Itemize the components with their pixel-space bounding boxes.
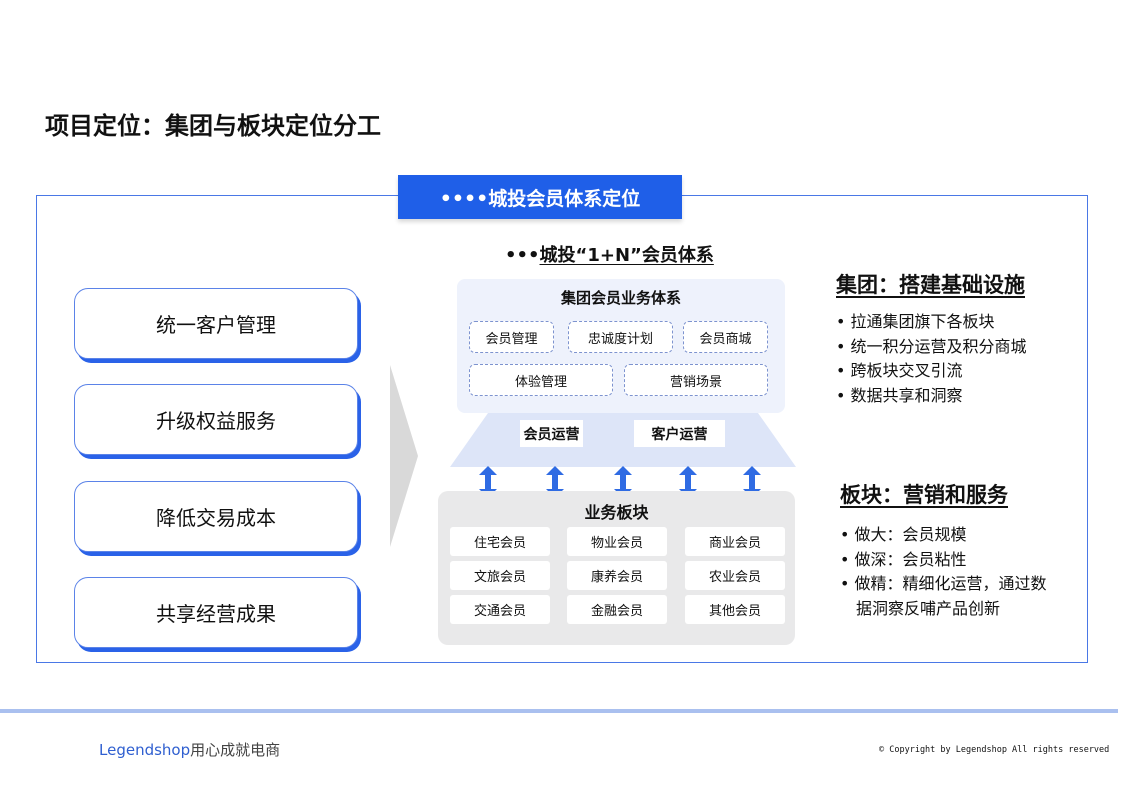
system-title: •••城投“1+N”会员体系 bbox=[505, 241, 714, 267]
group-business-box: 集团会员业务体系 会员管理 忠诚度计划 会员商城 体验管理 营销场景 bbox=[457, 279, 785, 413]
group-item: 营销场景 bbox=[624, 364, 768, 396]
group-bullets: • 拉通集团旗下各板块 • 统一积分运营及积分商城 • 跨板块交叉引流 • 数据… bbox=[836, 310, 1027, 408]
header-tab: ••••城投会员体系定位 bbox=[398, 175, 682, 219]
bullet-text: 统一积分运营及积分商城 bbox=[850, 336, 1027, 356]
group-box-title: 集团会员业务体系 bbox=[560, 289, 681, 307]
group-item: 体验管理 bbox=[469, 364, 613, 396]
bullet-item: • 统一积分运营及积分商城 bbox=[836, 336, 1027, 356]
segment-heading: 板块：营销和服务 bbox=[840, 483, 1008, 507]
group-item: 会员商城 bbox=[683, 321, 768, 353]
double-arrow-icon bbox=[679, 466, 697, 498]
left-item-unified-customer: 统一客户管理 bbox=[74, 288, 358, 359]
bullet-item: • 拉通集团旗下各板块 bbox=[836, 312, 995, 331]
segment-cell: 其他会员 bbox=[685, 595, 785, 624]
double-arrow-icon bbox=[479, 466, 497, 498]
bullet-text: 跨板块交叉引流 bbox=[850, 361, 963, 380]
footer-divider bbox=[0, 709, 1118, 713]
group-item: 忠诚度计划 bbox=[568, 321, 673, 353]
segment-cell: 住宅会员 bbox=[450, 527, 550, 556]
customer-operations-label: 客户运营 bbox=[634, 420, 725, 447]
brand-name: Legendshop bbox=[99, 741, 191, 759]
business-segments-box: 业务板块 住宅会员 物业会员 商业会员 文旅会员 康养会员 农业会员 交通会员 … bbox=[438, 491, 795, 645]
double-arrow-icon bbox=[546, 466, 564, 498]
bullet-text: 拉通集团旗下各板块 bbox=[850, 312, 995, 331]
segment-cell: 交通会员 bbox=[450, 595, 550, 624]
left-item-upgrade-benefits: 升级权益服务 bbox=[74, 384, 358, 455]
system-title-text: 城投“1+N”会员体系 bbox=[539, 245, 714, 266]
bullet-text: 做深：会员粘性 bbox=[854, 549, 967, 569]
dots: ••• bbox=[505, 245, 540, 266]
group-item: 会员管理 bbox=[469, 321, 554, 353]
chevron-right-icon bbox=[390, 365, 418, 547]
segment-cell: 物业会员 bbox=[567, 527, 667, 556]
bullet-item: • 数据共享和洞察 bbox=[836, 385, 963, 405]
double-arrow-icon bbox=[743, 466, 761, 498]
bullet-text: 做大：会员规模 bbox=[854, 525, 967, 544]
bullet-item: • 做大：会员规模 bbox=[840, 525, 967, 544]
group-heading: 集团：搭建基础设施 bbox=[836, 273, 1025, 297]
page-title: 项目定位：集团与板块定位分工 bbox=[45, 112, 381, 140]
brand-slogan: 用心成就电商 bbox=[190, 741, 281, 759]
bullet-item: • 做深：会员粘性 bbox=[840, 549, 967, 569]
business-box-title: 业务板块 bbox=[584, 503, 649, 522]
footer-brand: Legendshop用心成就电商 bbox=[99, 739, 280, 760]
bullet-text: 数据共享和洞察 bbox=[850, 385, 963, 405]
segment-cell: 康养会员 bbox=[567, 561, 667, 590]
bullet-item: • 跨板块交叉引流 bbox=[836, 361, 963, 380]
segment-cell: 文旅会员 bbox=[450, 561, 550, 590]
left-item-share-results: 共享经营成果 bbox=[74, 577, 358, 648]
funnel-trapezoid bbox=[450, 413, 796, 467]
bullet-text: 做精：精细化运营，通过数据洞察反哺产品创新 bbox=[854, 574, 1047, 618]
segment-cell: 金融会员 bbox=[567, 595, 667, 624]
copyright: © Copyright by Legendshop All rights res… bbox=[879, 745, 1110, 755]
segment-bullets: • 做大：会员规模 • 做深：会员粘性 • 做精：精细化运营，通过数据洞察反哺产… bbox=[840, 523, 1050, 621]
arrows bbox=[479, 466, 761, 498]
segment-cell: 商业会员 bbox=[685, 527, 785, 556]
double-arrow-icon bbox=[614, 466, 632, 498]
left-item-reduce-cost: 降低交易成本 bbox=[74, 481, 358, 552]
member-operations-label: 会员运营 bbox=[520, 420, 583, 447]
segment-cell: 农业会员 bbox=[685, 561, 785, 590]
bullet-item: • 做精：精细化运营，通过数据洞察反哺产品创新 bbox=[840, 574, 1047, 618]
